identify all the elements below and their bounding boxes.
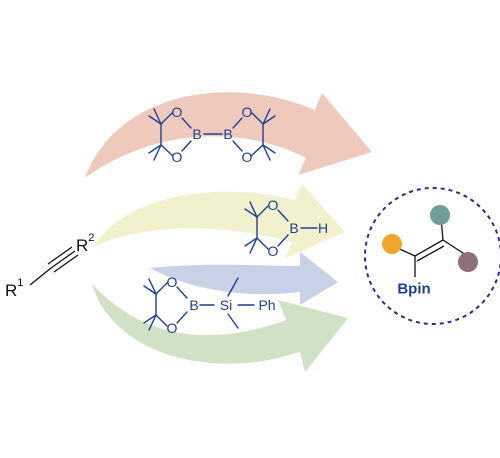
alkyne-r2-label: R2	[76, 232, 94, 255]
arrow-middle	[94, 184, 345, 258]
silyl-o1: O	[167, 274, 178, 290]
arrow-bottom	[92, 284, 348, 372]
b2pin2-o2: O	[172, 149, 183, 165]
arrow-silylboronate	[92, 284, 348, 372]
hbpin-h: H	[318, 220, 328, 236]
alkyne: R1 R2	[5, 232, 94, 300]
product-bpin-label: Bpin	[397, 281, 430, 298]
arrow-lower-shape	[150, 252, 338, 305]
b2pin2-b1: B	[192, 126, 201, 142]
arrow-lower	[150, 252, 338, 305]
silyl-si: Si	[220, 297, 232, 313]
silylboronate-structure: O O B Si Ph	[143, 274, 276, 336]
b2pin2-o1: O	[172, 104, 183, 120]
b2pin2-structure: O O B B O O	[148, 104, 276, 165]
b2pin2-o4: O	[242, 149, 253, 165]
teal-substituent-ball	[430, 205, 450, 225]
silyl-b: B	[189, 297, 198, 313]
b2pin2-o3: O	[242, 104, 253, 120]
alkyne-r1-label: R1	[5, 277, 23, 300]
silyl-o2: O	[167, 320, 178, 336]
b2pin2-b2: B	[223, 126, 232, 142]
hbpin-o2: O	[268, 243, 279, 259]
orange-substituent-ball	[382, 234, 402, 254]
product-circle	[364, 187, 500, 325]
mauve-substituent-ball	[458, 252, 478, 272]
hbpin-o1: O	[268, 197, 279, 213]
arrow-hbpin	[94, 184, 345, 258]
hbpin-b: B	[289, 220, 298, 236]
hbpin-structure: O O B H	[244, 197, 328, 259]
silyl-ph: Ph	[258, 297, 275, 313]
product-panel: Bpin	[364, 187, 500, 325]
